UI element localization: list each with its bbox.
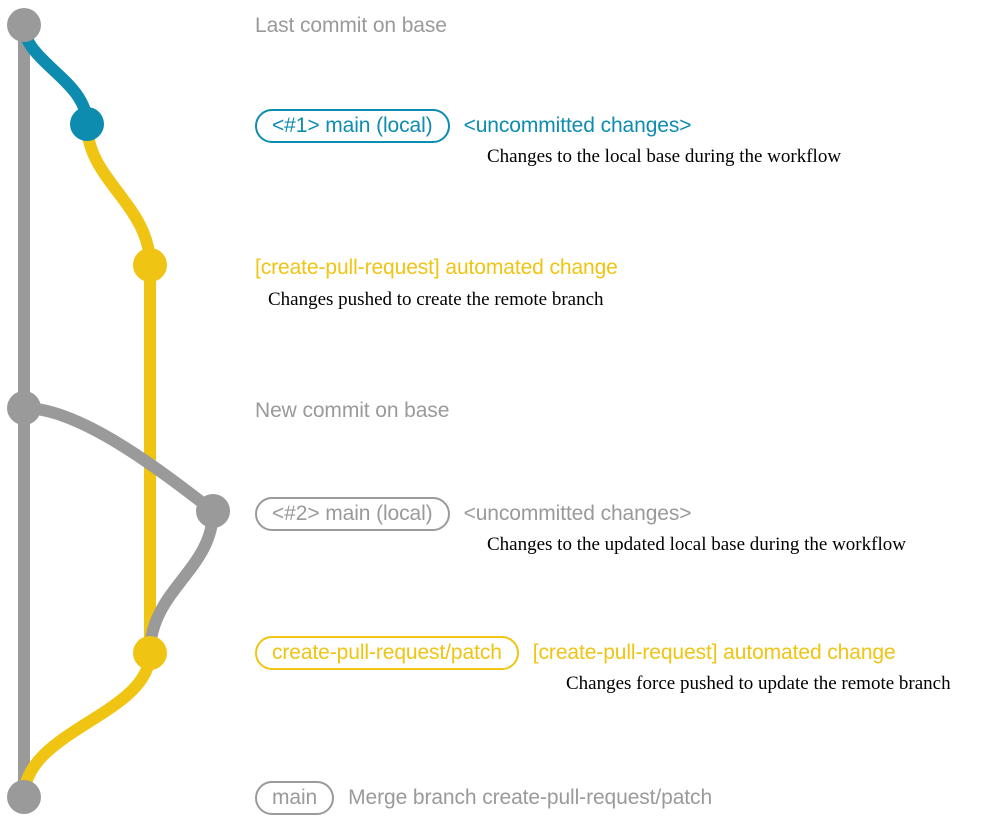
- ref-badge-main-local-1[interactable]: <#1> main (local): [255, 109, 450, 143]
- entry-local-commit-2: <#2> main (local) <uncommitted changes>: [255, 496, 692, 532]
- commit-node-patch-1: [133, 248, 167, 282]
- entry-description-local-commit-1: Changes to the local base during the wor…: [487, 146, 842, 167]
- entry-remote-commit-1: [create-pull-request] automated change: [255, 254, 618, 282]
- commit-node-local-2: [196, 494, 230, 528]
- ref-badge-main-local-2[interactable]: <#2> main (local): [255, 497, 450, 531]
- entry-headline-new-commit-on-base: New commit on base: [255, 399, 450, 422]
- entry-merge-commit: main Merge branch create-pull-request/pa…: [255, 780, 712, 816]
- ref-badge-create-pull-request-patch[interactable]: create-pull-request/patch: [255, 636, 519, 670]
- ref-badge-main[interactable]: main: [255, 781, 335, 815]
- entry-headline-last-commit-on-base: Last commit on base: [255, 14, 447, 37]
- entry-headline-remote-commit-1: [create-pull-request] automated change: [255, 256, 618, 279]
- entry-remote-commit-2: create-pull-request/patch [create-pull-r…: [255, 635, 896, 671]
- entry-local-commit-1: <#1> main (local) <uncommitted changes>: [255, 108, 692, 144]
- entry-description-remote-commit-2: Changes force pushed to update the remot…: [566, 673, 951, 694]
- commit-node-local-1: [70, 107, 104, 141]
- edge-base1-to-local1: [18, 19, 93, 130]
- edge-local2-to-patch2: [144, 505, 219, 659]
- commit-node-base-1: [7, 8, 41, 42]
- entry-last-commit-on-base: Last commit on base: [255, 12, 447, 40]
- commit-node-patch-2: [133, 636, 167, 670]
- entry-headline-local-commit-2: <uncommitted changes>: [463, 502, 692, 525]
- entry-headline-remote-commit-2: [create-pull-request] automated change: [532, 641, 896, 664]
- commit-node-merge: [7, 780, 41, 814]
- entry-new-commit-on-base: New commit on base: [255, 397, 449, 425]
- edge-base2-to-local2: [18, 402, 219, 517]
- commit-node-base-2: [7, 391, 41, 425]
- edge-local1-to-patch1: [81, 118, 156, 271]
- entry-description-local-commit-2: Changes to the updated local base during…: [487, 534, 906, 555]
- commit-nodes: [7, 8, 230, 814]
- edge-patch2-to-merge: [18, 647, 156, 803]
- entry-headline-merge-commit: Merge branch create-pull-request/patch: [348, 786, 713, 809]
- entry-description-remote-commit-1: Changes pushed to create the remote bran…: [268, 289, 604, 310]
- entry-headline-local-commit-1: <uncommitted changes>: [463, 114, 692, 137]
